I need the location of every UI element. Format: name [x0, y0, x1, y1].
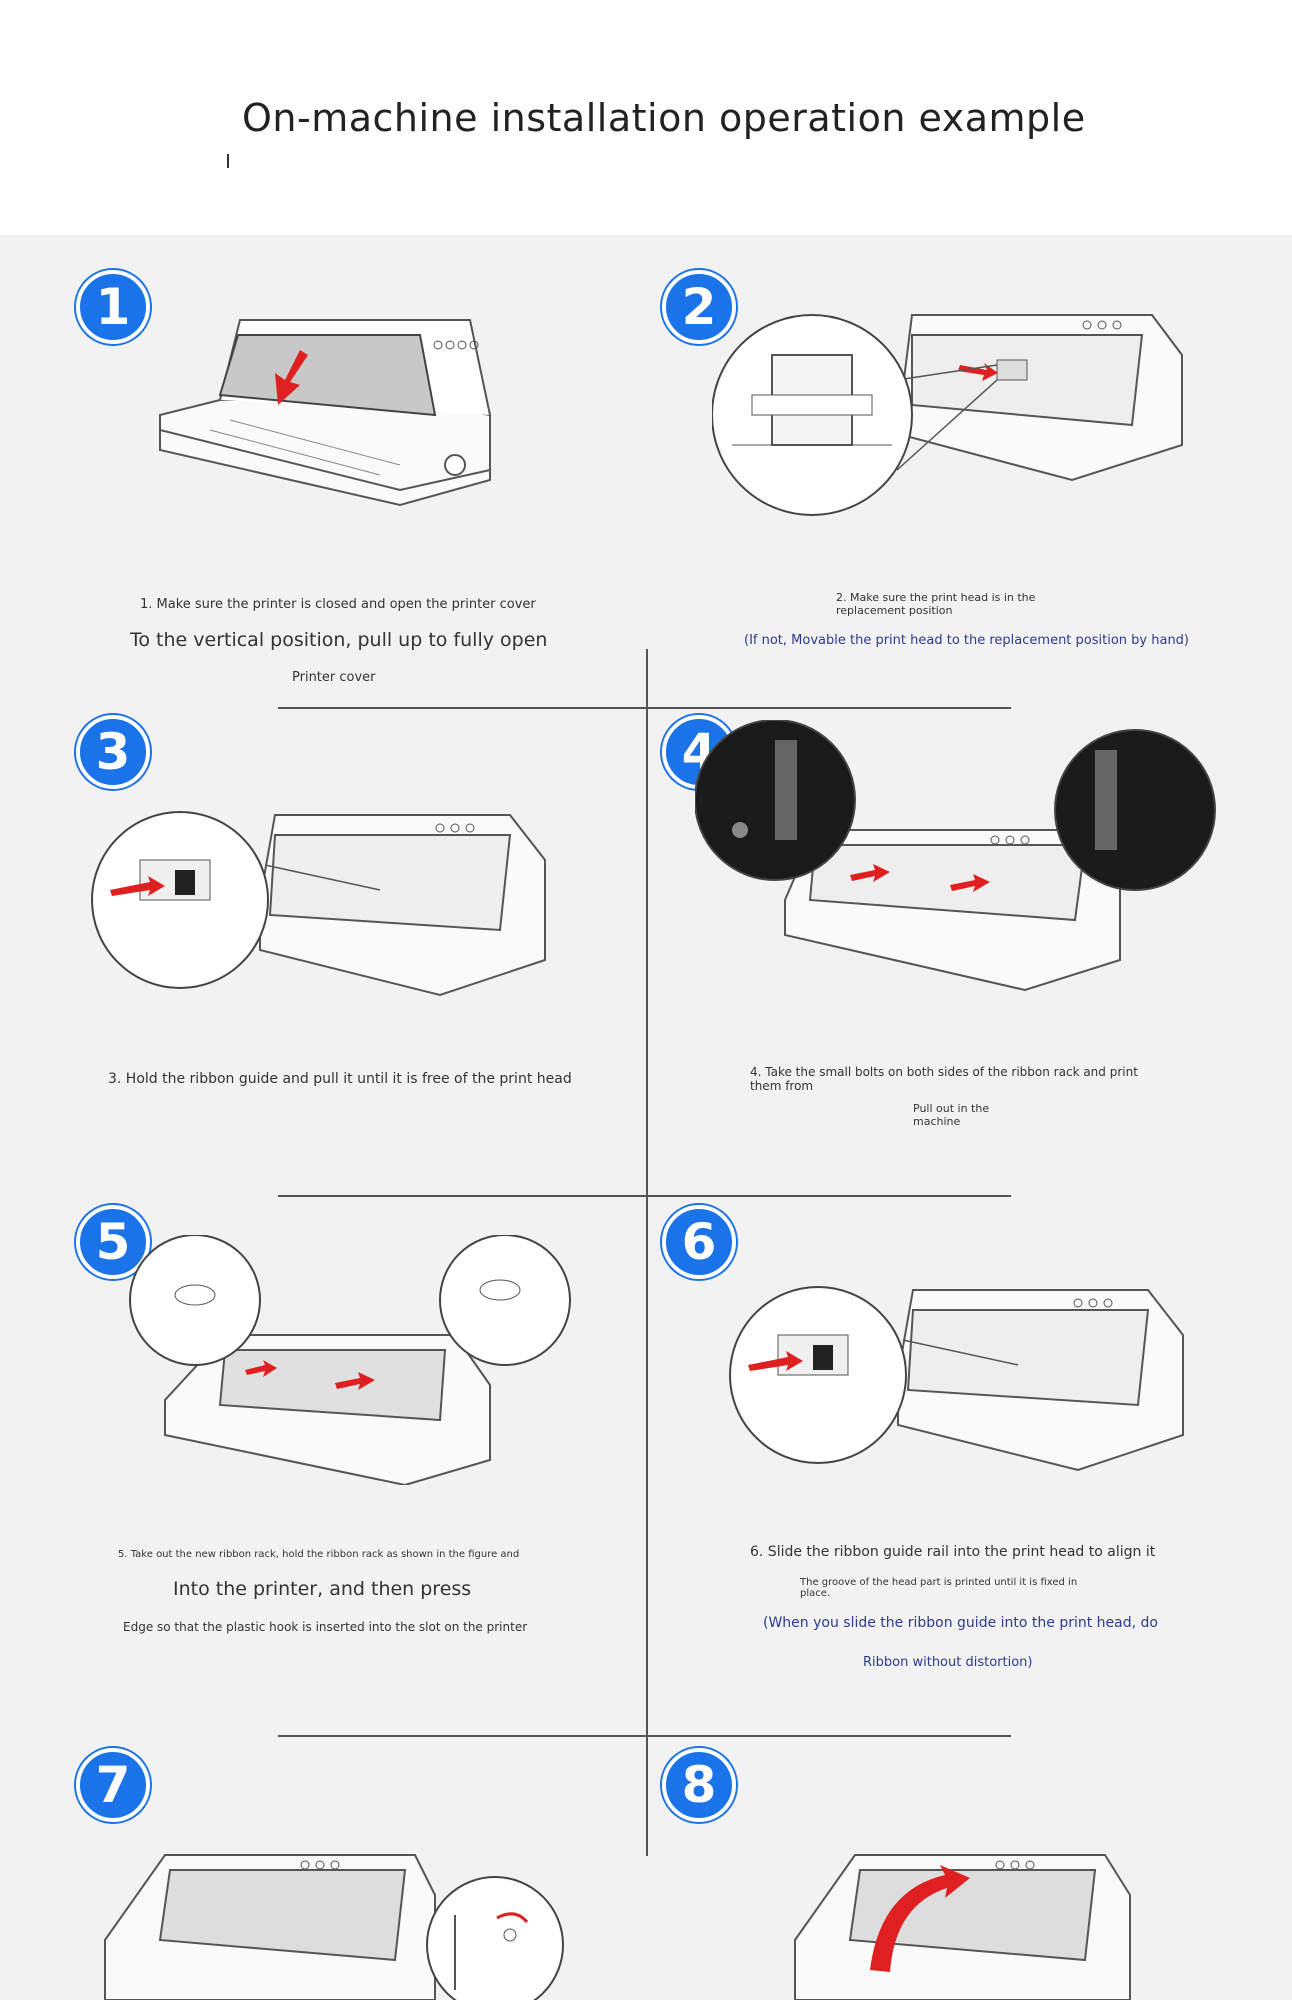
step-3-badge: 3 [76, 715, 150, 789]
ribbon-rack-insertion-illustration [129, 1235, 571, 1485]
step-1-badge: 1 [76, 270, 150, 344]
ribbon-rack-bolts-illustration [695, 720, 1216, 992]
step-5-text: Into the printer, and then press [173, 1578, 472, 1600]
step-2-text: 2. Make sure the print head is in the re… [836, 591, 1036, 617]
close-cover-illustration [794, 1854, 1131, 2000]
print-head-position-illustration [712, 314, 1183, 516]
step-6-badge: 6 [662, 1205, 736, 1279]
page-header: On-machine installation operation exampl… [0, 0, 1292, 235]
step-6-note: Ribbon without distortion) [863, 1655, 1033, 1670]
step-2-note: (If not, Movable the print head to the r… [744, 633, 1190, 648]
step-4-text: Pull out in the machine [913, 1102, 990, 1128]
row-divider [278, 1735, 1011, 1737]
step-4-text: 4. Take the small bolts on both sides of… [750, 1065, 1138, 1093]
step-1-text: To the vertical position, pull up to ful… [130, 629, 548, 651]
step-6-text: The groove of the head part is printed u… [800, 1577, 1078, 1599]
step-5-text: Edge so that the plastic hook is inserte… [123, 1620, 528, 1634]
step-5-text: 5. Take out the new ribbon rack, hold th… [118, 1549, 520, 1560]
step-1-text: 1. Make sure the printer is closed and o… [140, 597, 536, 612]
page-title: On-machine installation operation exampl… [242, 96, 1086, 140]
printer-cover-illustration [159, 319, 491, 507]
ribbon-knob-illustration [104, 1854, 564, 2000]
row-divider [278, 707, 1011, 709]
step-6-note: (When you slide the ribbon guide into th… [763, 1615, 1158, 1631]
step-2-badge: 2 [662, 270, 736, 344]
step-5-badge: 5 [76, 1205, 150, 1279]
column-divider [646, 649, 648, 1856]
row-divider [278, 1195, 1011, 1197]
step-3-text: 3. Hold the ribbon guide and pull it unt… [108, 1071, 572, 1087]
step-7-badge: 7 [76, 1748, 150, 1822]
step-6-text: 6. Slide the ribbon guide rail into the … [750, 1544, 1156, 1560]
instructions-panel: 1 1. Make sure the printer is closed and… [0, 235, 1292, 2000]
ribbon-guide-rail-illustration [729, 1286, 1184, 1472]
step-1-text: Printer cover [292, 670, 376, 685]
text-cursor-mark [227, 154, 229, 168]
step-8-badge: 8 [662, 1748, 736, 1822]
ribbon-guide-removal-illustration [91, 811, 546, 997]
